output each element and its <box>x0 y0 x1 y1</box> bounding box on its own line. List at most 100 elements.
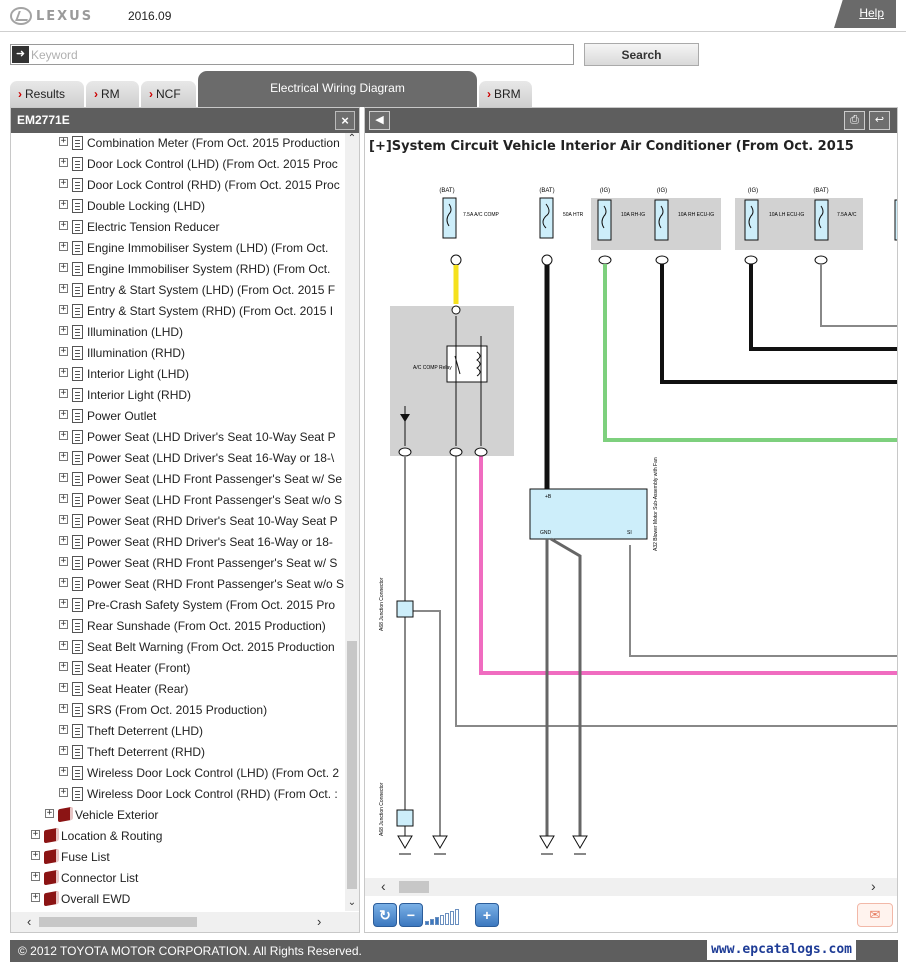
tree-document-item[interactable]: + Engine Immobiliser System (LHD) (From O… <box>11 238 347 259</box>
tree-document-item[interactable]: + Illumination (LHD) <box>11 322 347 343</box>
tree-item-label[interactable]: Overall EWD <box>61 892 131 906</box>
scroll-up-icon[interactable]: ⌃ <box>347 133 357 144</box>
expand-icon[interactable]: + <box>59 262 68 272</box>
tab-ncf[interactable]: ›NCF <box>141 81 196 107</box>
tree-item-label[interactable]: Wireless Door Lock Control (LHD) (From O… <box>87 766 340 780</box>
tree-item-label[interactable]: Combination Meter (From Oct. 2015 Produc… <box>87 136 340 150</box>
feedback-icon[interactable]: ✉ <box>857 903 893 927</box>
tree-document-item[interactable]: + Power Seat (LHD Driver's Seat 10-Way Se… <box>11 427 347 448</box>
expand-icon[interactable]: + <box>59 493 68 503</box>
expand-icon[interactable]: + <box>59 766 68 776</box>
tree-item-label[interactable]: Power Seat (RHD Driver's Seat 10-Way Sea… <box>87 514 338 528</box>
tree-item-label[interactable]: Connector List <box>61 871 139 885</box>
tab-results[interactable]: ›Results <box>10 81 84 107</box>
tree-document-item[interactable]: + Wireless Door Lock Control (LHD) (From … <box>11 763 347 784</box>
expand-icon[interactable]: + <box>59 703 68 713</box>
expand-icon[interactable]: + <box>59 136 68 146</box>
tree-item-label[interactable]: Entry & Start System (LHD) (From Oct. 20… <box>87 283 336 297</box>
tree-document-item[interactable]: + Door Lock Control (LHD) (From Oct. 2015… <box>11 154 347 175</box>
expand-icon[interactable]: + <box>31 892 40 902</box>
tree-item-label[interactable]: Illumination (RHD) <box>87 346 186 360</box>
search-button[interactable]: Search <box>584 43 699 66</box>
tree-document-item[interactable]: +Power Seat (LHD Front Passenger's Seat … <box>11 469 347 490</box>
scroll-down-icon[interactable]: ⌄ <box>347 897 357 908</box>
tree-item-label[interactable]: Rear Sunshade (From Oct. 2015 Production… <box>87 619 326 633</box>
tree-document-item[interactable]: + Combination Meter (From Oct. 2015 Produ… <box>11 133 347 154</box>
scroll-right-icon[interactable]: › <box>317 914 322 929</box>
tree-item-label[interactable]: Interior Light (RHD) <box>87 388 192 402</box>
refresh-icon[interactable]: ↻ <box>373 903 397 927</box>
expand-icon[interactable]: + <box>59 661 68 671</box>
tab-electrical-wiring-diagram[interactable]: Electrical Wiring Diagram <box>198 71 477 107</box>
scrollbar-thumb[interactable] <box>399 881 429 893</box>
tree-item-label[interactable]: Theft Deterrent (RHD) <box>87 745 206 759</box>
scroll-left-icon[interactable]: ‹ <box>27 914 32 929</box>
tree-item-label[interactable]: Door Lock Control (LHD) (From Oct. 2015 … <box>87 157 338 171</box>
tree-item-label[interactable]: Illumination (LHD) <box>87 325 184 339</box>
expand-icon[interactable]: + <box>59 577 68 587</box>
expand-icon[interactable]: + <box>59 430 68 440</box>
tree-item-label[interactable]: Engine Immobiliser System (RHD) (From Oc… <box>87 262 331 276</box>
tree-item-label[interactable]: SRS (From Oct. 2015 Production) <box>87 703 268 717</box>
close-panel-button[interactable]: × <box>335 111 355 130</box>
tree-document-item[interactable]: + Power Seat (LHD Front Passenger's Seat … <box>11 490 347 511</box>
collapse-left-icon[interactable]: ◀ <box>369 111 390 130</box>
expand-icon[interactable]: + <box>59 199 68 209</box>
tree-folder-item[interactable]: + Fuse List <box>11 847 347 868</box>
tree-item-label[interactable]: Engine Immobiliser System (LHD) (From Oc… <box>87 241 329 255</box>
tree-document-item[interactable]: + SRS (From Oct. 2015 Production) <box>11 700 347 721</box>
tree-folder-item[interactable]: + Overall EWD <box>11 889 347 910</box>
expand-icon[interactable]: + <box>59 640 68 650</box>
tree-document-item[interactable]: + Interior Light (RHD) <box>11 385 347 406</box>
tree-item-label[interactable]: Door Lock Control (RHD) (From Oct. 2015 … <box>87 178 340 192</box>
tree-item-label[interactable]: Interior Light (LHD) <box>87 367 190 381</box>
tree-vertical-scrollbar[interactable]: ⌃ ⌄ <box>345 133 359 911</box>
expand-icon[interactable]: + <box>59 241 68 251</box>
tree-item-label[interactable]: Power Seat (LHD Front Passenger's Seat w… <box>87 493 343 507</box>
expand-icon[interactable]: + <box>59 388 68 398</box>
expand-icon[interactable]: + <box>59 451 68 461</box>
tree-document-item[interactable]: + Seat Heater (Front) <box>11 658 347 679</box>
scrollbar-thumb[interactable] <box>347 641 357 889</box>
expand-icon[interactable]: + <box>59 745 68 755</box>
tree-document-item[interactable]: +Entry & Start System (LHD) (From Oct. 2… <box>11 280 347 301</box>
expand-icon[interactable]: + <box>59 304 68 314</box>
tree-item-label[interactable]: Wireless Door Lock Control (RHD) (From O… <box>87 787 338 801</box>
expand-icon[interactable]: + <box>31 850 40 860</box>
tree-horizontal-scrollbar[interactable]: ‹ › <box>11 912 359 932</box>
tree-item-label[interactable]: Power Seat (RHD Front Passenger's Seat w… <box>87 556 338 570</box>
tab-rm[interactable]: ›RM <box>86 81 139 107</box>
expand-icon[interactable]: + <box>59 598 68 608</box>
tree-document-item[interactable]: + Entry & Start System (RHD) (From Oct. 2… <box>11 301 347 322</box>
tree-document-item[interactable]: +Seat Belt Warning (From Oct. 2015 Produ… <box>11 637 347 658</box>
expand-icon[interactable]: + <box>45 808 54 818</box>
tree-item-label[interactable]: Location & Routing <box>61 829 163 843</box>
tree-document-item[interactable]: +Door Lock Control (RHD) (From Oct. 2015… <box>11 175 347 196</box>
expand-icon[interactable]: + <box>59 682 68 692</box>
epcatalogs-link[interactable]: www.epcatalogs.com <box>707 940 856 960</box>
print-icon[interactable]: ⎙ <box>844 111 865 130</box>
tree-item-label[interactable]: Pre-Crash Safety System (From Oct. 2015 … <box>87 598 336 612</box>
tree-document-item[interactable]: +Theft Deterrent (LHD) <box>11 721 347 742</box>
expand-icon[interactable]: + <box>59 367 68 377</box>
diagram-horizontal-scrollbar[interactable]: ‹ › <box>365 878 897 896</box>
tree-item-label[interactable]: Fuse List <box>61 850 110 864</box>
tree-document-item[interactable]: + Engine Immobiliser System (RHD) (From O… <box>11 259 347 280</box>
expand-icon[interactable]: + <box>31 871 40 881</box>
tree-document-item[interactable]: + Illumination (RHD) <box>11 343 347 364</box>
tree-document-item[interactable]: + Pre-Crash Safety System (From Oct. 2015… <box>11 595 347 616</box>
tree-item-label[interactable]: Power Seat (RHD Driver's Seat 16-Way or … <box>87 535 333 549</box>
expand-icon[interactable]: + <box>59 346 68 356</box>
expand-icon[interactable]: + <box>59 325 68 335</box>
tree-folder-item[interactable]: +Location & Routing <box>11 826 347 847</box>
expand-icon[interactable]: + <box>59 556 68 566</box>
tree-item-label[interactable]: Entry & Start System (RHD) (From Oct. 20… <box>87 304 334 318</box>
tree-item-label[interactable]: Power Seat (LHD Driver's Seat 10-Way Sea… <box>87 430 336 444</box>
tree-document-item[interactable]: + Power Seat (RHD Front Passenger's Seat … <box>11 553 347 574</box>
tree-item-label[interactable]: Double Locking (LHD) <box>87 199 206 213</box>
tree-folder-item[interactable]: + Connector List <box>11 868 347 889</box>
tree-item-label[interactable]: Seat Heater (Front) <box>87 661 191 675</box>
tree-folder-item[interactable]: +Vehicle Exterior <box>11 805 347 826</box>
zoom-out-icon[interactable]: − <box>399 903 423 927</box>
expand-icon[interactable]: + <box>59 157 68 167</box>
